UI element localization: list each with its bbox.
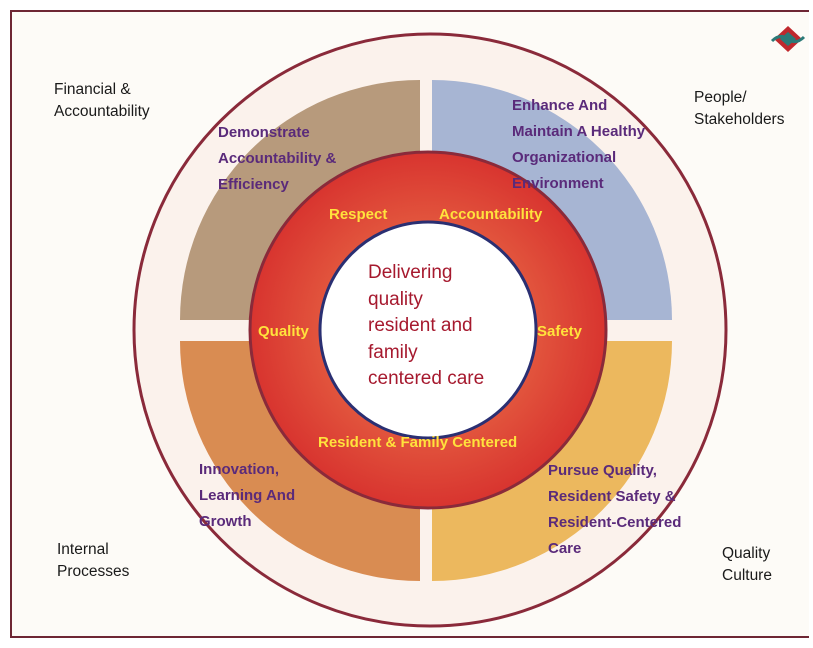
quadrant-line: Accountability &: [218, 150, 337, 167]
corner-line: Culture: [722, 567, 772, 584]
label-people-stakeholders: People/ Stakeholders: [694, 87, 784, 131]
corner-line: Financial &: [54, 81, 131, 98]
corner-line: Stakeholders: [694, 111, 785, 128]
quadrant-line: Environment: [512, 175, 604, 192]
corner-line: Accountability: [54, 103, 150, 120]
center-line: Delivering: [368, 262, 453, 283]
quadrant-text-enhance-environment: Enhance And Maintain A Healthy Organizat…: [512, 93, 645, 197]
quadrant-line: Demonstrate: [218, 124, 310, 141]
quadrant-line: Pursue Quality,: [548, 462, 657, 479]
quadrant-line: Efficiency: [218, 176, 289, 193]
organization-logo-icon: [770, 26, 806, 52]
quadrant-text-demonstrate-accountability: Demonstrate Accountability & Efficiency: [218, 120, 336, 198]
quadrant-line: Learning And: [199, 487, 296, 504]
center-line: resident and: [368, 315, 473, 336]
corner-line: Processes: [57, 563, 130, 580]
quadrant-line: Innovation,: [199, 461, 279, 478]
quadrant-text-pursue-quality: Pursue Quality, Resident Safety & Reside…: [548, 458, 681, 562]
quadrant-line: Maintain A Healthy: [512, 123, 646, 140]
center-circle: [318, 220, 538, 440]
label-financial-accountability: Financial & Accountability: [54, 79, 150, 123]
value-respect: Respect: [329, 206, 388, 223]
quadrant-line: Resident-Centered: [548, 514, 682, 531]
quadrant-line: Resident Safety &: [548, 488, 676, 505]
label-internal-processes: Internal Processes: [57, 539, 129, 583]
center-line: quality: [368, 288, 423, 310]
corner-line: Internal: [57, 541, 109, 558]
corner-line: People/: [694, 89, 747, 106]
corner-line: Quality: [722, 545, 771, 562]
center-line: centered care: [368, 368, 485, 389]
label-quality-culture: Quality Culture: [722, 543, 772, 587]
value-accountability: Accountability: [439, 206, 543, 223]
center-mission-text: Delivering quality resident and family c…: [368, 260, 484, 393]
quadrant-line: Growth: [199, 513, 252, 530]
quadrant-line: Care: [548, 540, 582, 557]
quadrant-line: Enhance And: [512, 97, 608, 114]
value-safety: Safety: [537, 323, 583, 340]
value-quality: Quality: [258, 323, 309, 340]
quadrant-text-innovation-learning: Innovation, Learning And Growth: [199, 457, 295, 535]
value-resident-family-centered: Resident & Family Centered: [318, 434, 518, 451]
center-line: family: [368, 341, 418, 363]
quadrant-line: Organizational: [512, 149, 617, 166]
